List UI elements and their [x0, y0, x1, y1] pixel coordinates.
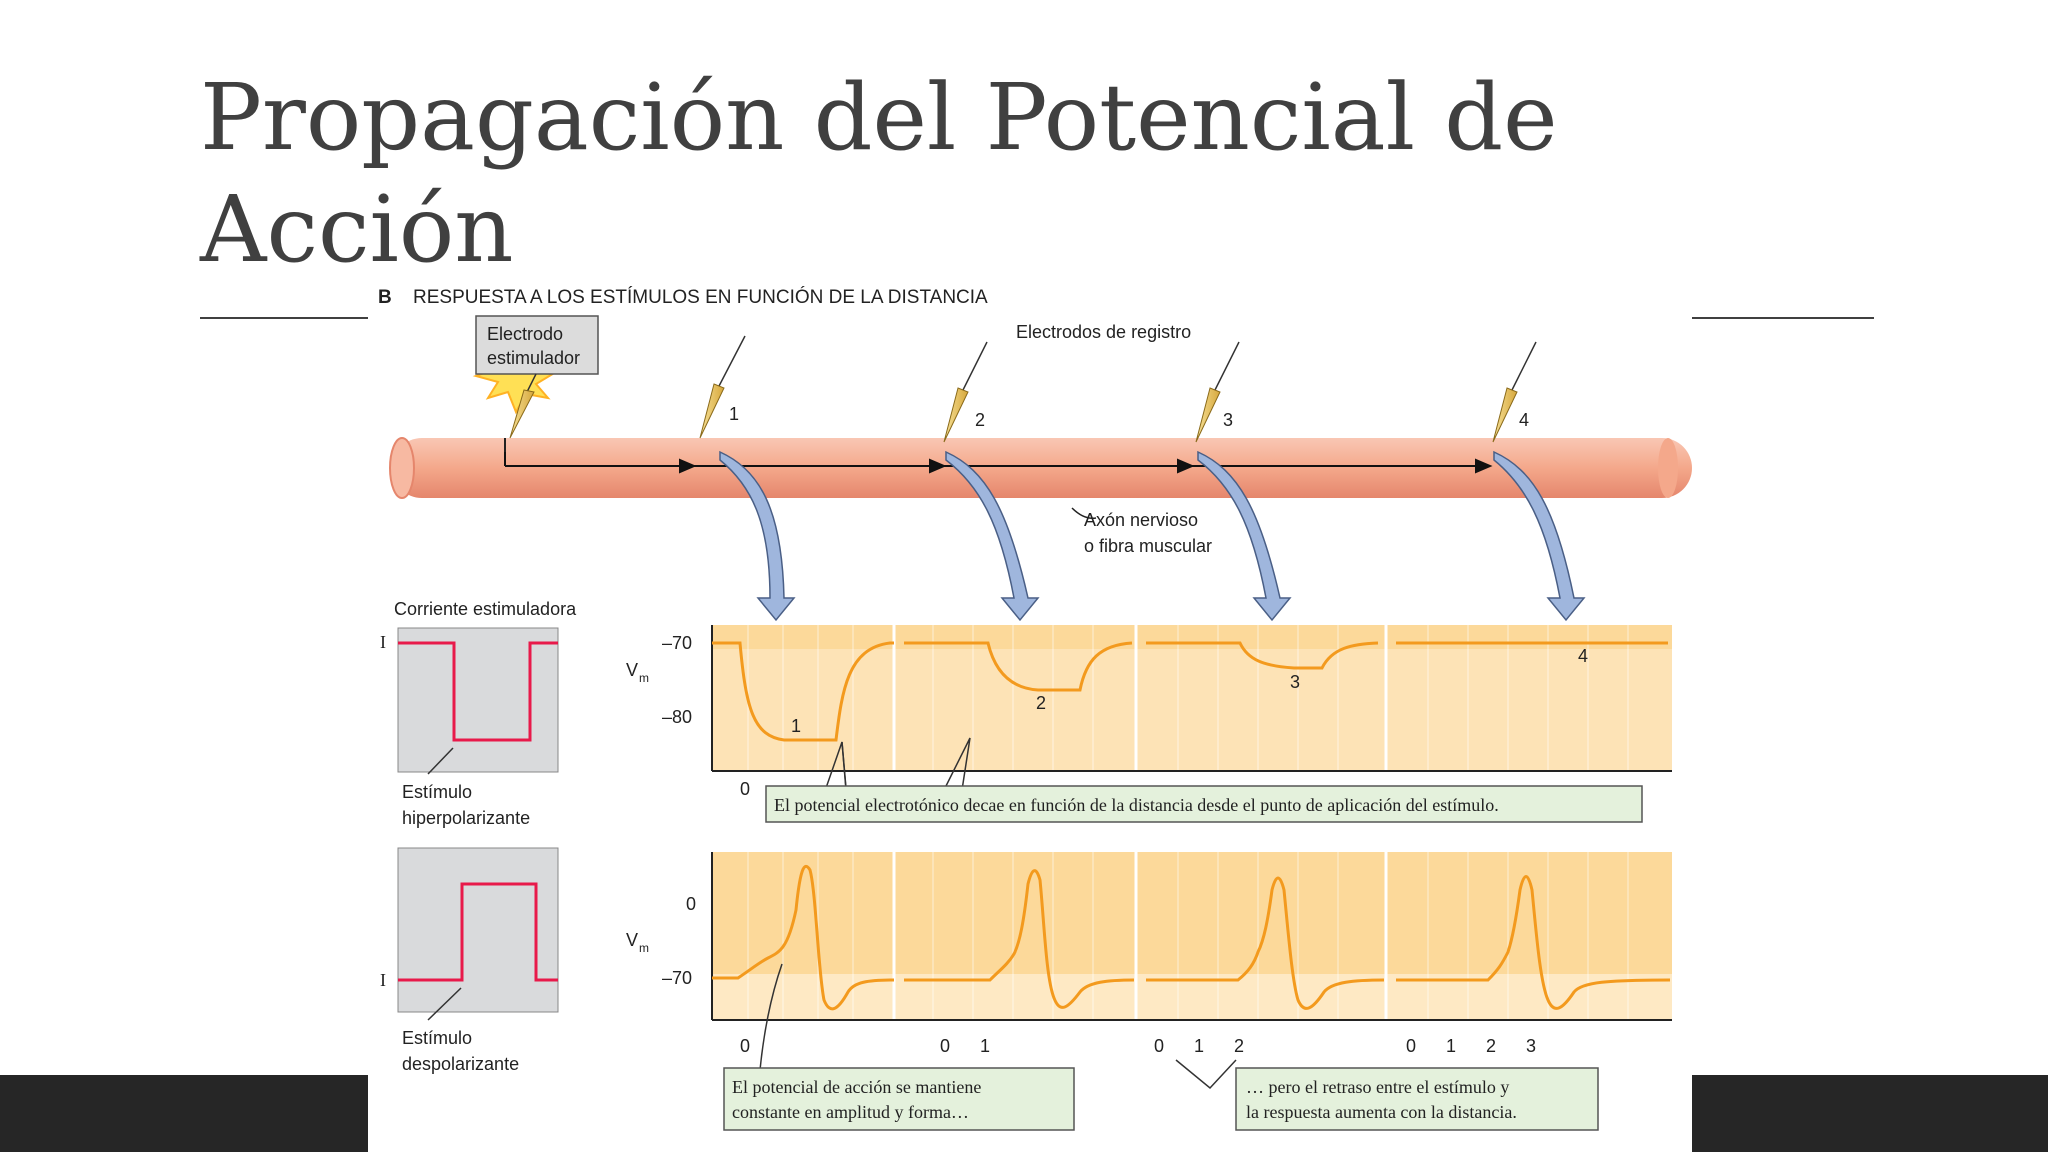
time-label-g4-0: 0	[1406, 1036, 1416, 1056]
top-tick-minus70: –70	[662, 633, 692, 653]
propagation-arrows	[504, 452, 1493, 474]
top-vm-label: V	[626, 660, 638, 680]
action-potential-trace-3	[1146, 876, 1385, 1010]
trace-number-2: 2	[1036, 693, 1046, 713]
stim-electrode-label-2: estimulador	[487, 348, 580, 368]
electrode-number-1: 1	[729, 404, 739, 424]
stim-electrode-label-1: Electrodo	[487, 324, 563, 344]
top-tick-minus80: –80	[662, 707, 692, 727]
stim-panel-hyperpolarizing: I	[380, 627, 559, 775]
bottom-vm-subscript: m	[639, 941, 649, 955]
axon-label-1: Axón nervioso	[1084, 510, 1198, 530]
slide-title-line-1: Propagación del Potencial de	[200, 64, 1558, 171]
depol-label-1: Estímulo	[402, 1028, 472, 1048]
bottom-vm-label: V	[626, 930, 638, 950]
action-potential-figure: B RESPUESTA A LOS ESTÍMULOS EN FUNCIÓN D…	[368, 280, 1692, 1152]
title-rule-right	[1692, 317, 1874, 319]
title-rule-left	[200, 317, 368, 319]
curved-arrow-4-icon	[1493, 450, 1586, 622]
axon-end-right	[1658, 438, 1678, 498]
hyper-label-1: Estímulo	[402, 782, 472, 802]
action-potential-trace-1	[712, 864, 895, 1011]
time-label-g1-0: 0	[740, 1036, 750, 1056]
recording-electrode-2-icon	[943, 341, 988, 443]
time-axis-labels: 0 0 1 0 1 2 0 1 2 3	[740, 1036, 1536, 1056]
recording-electrode-4-icon	[1492, 341, 1537, 443]
electrotonic-trace-1	[712, 641, 894, 742]
callout-delay-box	[1235, 1067, 1599, 1131]
time-label-g3-1: 1	[1194, 1036, 1204, 1056]
top-zero-label: 0	[740, 779, 750, 799]
callout-ap-box	[723, 1067, 1075, 1131]
electrode-number-2: 2	[975, 410, 985, 430]
stim-current-label: Corriente estimuladora	[394, 599, 577, 619]
axon-end-left	[389, 437, 415, 499]
time-label-g3-0: 0	[1154, 1036, 1164, 1056]
axon-label-2: o fibra muscular	[1084, 536, 1212, 556]
time-label-g4-3: 3	[1526, 1036, 1536, 1056]
time-label-g3-2: 2	[1234, 1036, 1244, 1056]
bottom-tick-minus70: –70	[662, 968, 692, 988]
trace-number-3: 3	[1290, 672, 1300, 692]
current-symbol-bottom: I	[380, 970, 386, 990]
recording-electrode-3-icon	[1195, 341, 1240, 443]
time-label-g4-1: 1	[1446, 1036, 1456, 1056]
bottom-tick-zero: 0	[686, 894, 696, 914]
stim-electrode-box	[475, 315, 599, 375]
axon-label-leader	[1071, 507, 1097, 520]
slide-title-line-2: Acción	[200, 176, 514, 283]
panel-letter: B	[378, 287, 392, 308]
curved-arrow-1-icon	[719, 450, 796, 622]
bottom-row-plots	[711, 852, 1672, 1021]
callout-ap-leader	[759, 963, 783, 1071]
time-label-g4-2: 2	[1486, 1036, 1496, 1056]
callout-electrotonic-text: El potencial electrotónico decae en func…	[774, 795, 1499, 815]
callout-delay-line-1: … pero el retraso entre el estímulo y	[1246, 1077, 1509, 1097]
time-label-g2-0: 0	[940, 1036, 950, 1056]
electrode-number-3: 3	[1223, 410, 1233, 430]
stim-panel-depolarizing: I	[380, 847, 559, 1021]
trace-number-4: 4	[1578, 646, 1588, 666]
callout-delay-leader	[1175, 1059, 1237, 1090]
axon-body	[392, 438, 1692, 498]
depol-label-2: despolarizante	[402, 1054, 519, 1074]
callout-ap-line-1: El potencial de acción se mantiene	[732, 1077, 981, 1097]
top-row-plots	[711, 625, 1672, 772]
callout-delay-line-2: la respuesta aumenta con la distancia.	[1246, 1102, 1517, 1122]
panel-heading: RESPUESTA A LOS ESTÍMULOS EN FUNCIÓN DE …	[413, 286, 988, 308]
callout-electrotonic-box	[765, 785, 1643, 823]
bottom-bar-left	[0, 1075, 368, 1152]
callout-leader-2	[943, 737, 971, 791]
figure-svg: B RESPUESTA A LOS ESTÍMULOS EN FUNCIÓN D…	[378, 286, 1692, 1131]
curved-arrow-3-icon	[1197, 450, 1292, 622]
action-potential-trace-2	[904, 869, 1135, 1009]
recording-electrodes-label: Electrodos de registro	[1016, 322, 1191, 342]
curved-arrow-2-icon	[945, 450, 1040, 622]
callout-ap-line-2: constante en amplitud y forma…	[732, 1102, 969, 1122]
curved-arrows	[719, 450, 1586, 622]
time-label-g2-1: 1	[980, 1036, 990, 1056]
hyper-label-2: hiperpolarizante	[402, 808, 530, 828]
stim-electrode-icon	[504, 373, 537, 452]
recording-electrode-1-icon	[699, 335, 746, 439]
trace-number-1: 1	[791, 716, 801, 736]
electrode-number-4: 4	[1519, 410, 1529, 430]
current-symbol-top: I	[380, 632, 386, 652]
bottom-bar-right	[1692, 1075, 2048, 1152]
slide-title: Propagación del Potencial de Acción	[200, 62, 1700, 286]
action-potential-trace-4	[1396, 875, 1671, 1010]
top-vm-subscript: m	[639, 671, 649, 685]
electrotonic-trace-2	[904, 641, 1133, 692]
electrotonic-trace-3	[1146, 641, 1379, 670]
